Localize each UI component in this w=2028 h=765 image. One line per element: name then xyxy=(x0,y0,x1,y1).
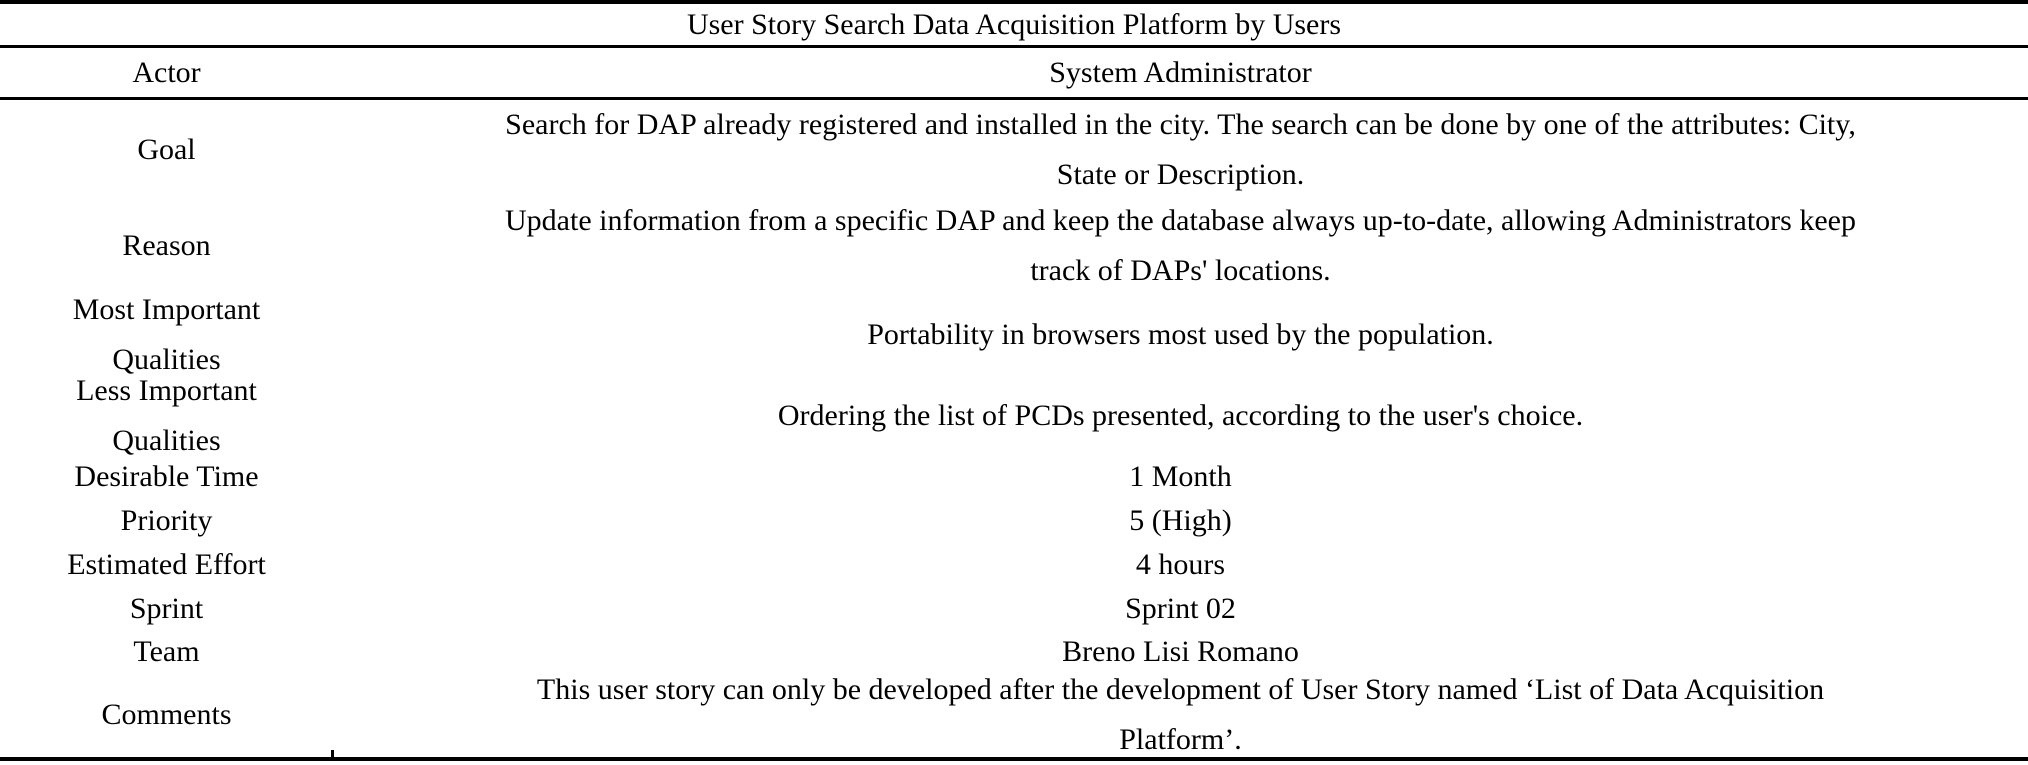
table-row-goal: Goal Search for DAP already registered a… xyxy=(0,100,2028,200)
row-label-sprint: Sprint xyxy=(0,587,333,631)
row-value-sprint: Sprint 02 xyxy=(333,587,2028,631)
row-value-line: 4 hours xyxy=(1135,548,1226,581)
row-value-desirable-time: 1 Month xyxy=(333,455,2028,499)
row-label-line: Team xyxy=(133,635,200,668)
row-value-line: Ordering the list of PCDs presented, acc… xyxy=(777,399,1584,432)
row-value-actor: System Administrator xyxy=(333,48,2028,97)
row-label-line: Priority xyxy=(120,504,213,537)
row-value-line: Sprint 02 xyxy=(1125,592,1236,625)
row-label-line: Most Important xyxy=(72,292,261,326)
table-row-actor: Actor System Administrator xyxy=(0,48,2028,100)
column-divider-tick xyxy=(331,750,334,759)
row-value-comments: This user story can only be developed af… xyxy=(333,673,2028,757)
row-label-line: Less Important xyxy=(76,374,257,407)
row-label-line: Actor xyxy=(132,55,201,89)
row-label-reason: Reason xyxy=(0,200,333,292)
table-row-less-important-qualities: Less Important Qualities Ordering the li… xyxy=(0,374,2028,457)
row-label-estimated-effort: Estimated Effort xyxy=(0,543,333,587)
row-label-actor: Actor xyxy=(0,48,333,97)
row-value-goal: Search for DAP already registered and in… xyxy=(333,100,2028,200)
row-label-line: Reason xyxy=(122,229,211,262)
row-value-priority: 5 (High) xyxy=(333,499,2028,543)
table-row-priority: Priority 5 (High) xyxy=(0,499,2028,543)
table-row-title: User Story Search Data Acquisition Platf… xyxy=(0,4,2028,48)
row-label-most-important-qualities: Most Important Qualities xyxy=(0,292,333,377)
table-title-cell: User Story Search Data Acquisition Platf… xyxy=(0,4,2028,45)
row-label-line: Estimated Effort xyxy=(67,548,266,581)
row-label-team: Team xyxy=(0,631,333,673)
table-row-team: Team Breno Lisi Romano xyxy=(0,631,2028,673)
table-row-most-important-qualities: Most Important Qualities Portability in … xyxy=(0,292,2028,377)
table-row-sprint: Sprint Sprint 02 xyxy=(0,587,2028,631)
row-value-line: 1 Month xyxy=(1129,460,1232,493)
table-row-comments: Comments This user story can only be dev… xyxy=(0,673,2028,757)
row-label-comments: Comments xyxy=(0,673,333,757)
row-value-line: 5 (High) xyxy=(1129,504,1232,537)
row-label-less-important-qualities: Less Important Qualities xyxy=(0,374,333,457)
row-value-line: track of DAPs' locations. xyxy=(1030,254,1331,287)
row-value-line: Update information from a specific DAP a… xyxy=(505,204,1856,237)
row-label-priority: Priority xyxy=(0,499,333,543)
row-label-line: Sprint xyxy=(129,592,204,625)
row-label-line: Goal xyxy=(137,133,196,166)
row-label-line: Qualities xyxy=(112,342,221,376)
row-value-estimated-effort: 4 hours xyxy=(333,543,2028,587)
row-label-line: Qualities xyxy=(112,424,221,457)
row-value-most-important-qualities: Portability in browsers most used by the… xyxy=(333,292,2028,377)
table-row-reason: Reason Update information from a specifi… xyxy=(0,200,2028,292)
row-value-line: State or Description. xyxy=(1056,158,1305,191)
row-value-line: Portability in browsers most used by the… xyxy=(867,317,1494,351)
row-label-line: Desirable Time xyxy=(74,460,259,493)
row-value-line: Platform’. xyxy=(1119,723,1242,756)
row-value-reason: Update information from a specific DAP a… xyxy=(333,200,2028,292)
row-label-goal: Goal xyxy=(0,100,333,200)
row-label-desirable-time: Desirable Time xyxy=(0,455,333,499)
table-row-estimated-effort: Estimated Effort 4 hours xyxy=(0,543,2028,587)
row-value-less-important-qualities: Ordering the list of PCDs presented, acc… xyxy=(333,377,2028,455)
row-value-line: This user story can only be developed af… xyxy=(536,673,1825,706)
table-row-desirable-time: Desirable Time 1 Month xyxy=(0,455,2028,499)
row-value-line: Search for DAP already registered and in… xyxy=(505,108,1856,141)
table-title: User Story Search Data Acquisition Platf… xyxy=(686,7,1342,41)
row-value-team: Breno Lisi Romano xyxy=(333,631,2028,673)
row-label-line: Comments xyxy=(101,698,232,731)
row-value-line: System Administrator xyxy=(1049,55,1312,89)
row-value-line: Breno Lisi Romano xyxy=(1062,635,1299,668)
